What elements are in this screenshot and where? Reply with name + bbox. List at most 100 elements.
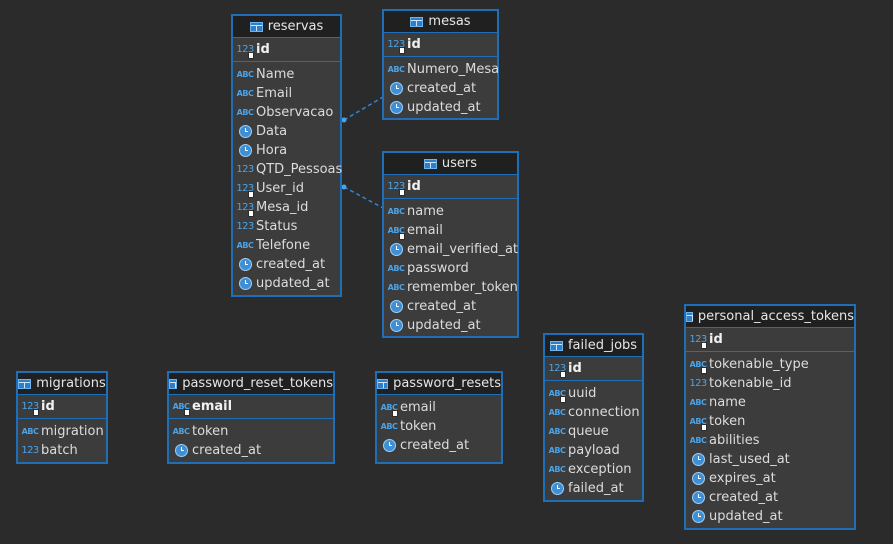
key-icon bbox=[33, 408, 39, 416]
column-name: updated_at bbox=[709, 509, 783, 524]
column-name: Status bbox=[256, 219, 298, 234]
table-header[interactable]: password_resets bbox=[377, 373, 501, 395]
column-name: remember_token bbox=[407, 280, 518, 295]
column-created-at[interactable]: created_at bbox=[686, 488, 854, 507]
clock-icon bbox=[388, 300, 404, 314]
column-name: uuid bbox=[568, 386, 597, 401]
column-updated-at[interactable]: updated_at bbox=[686, 507, 854, 526]
column-name: id bbox=[41, 399, 55, 414]
table-name: password_reset_tokens bbox=[182, 376, 333, 391]
table-icon bbox=[549, 340, 563, 351]
column-name: failed_at bbox=[568, 481, 624, 496]
text-type-icon: ABC bbox=[173, 400, 190, 416]
column-updated-at[interactable]: updated_at bbox=[384, 98, 497, 117]
column-name: connection bbox=[568, 405, 640, 420]
column-last-used-at[interactable]: last_used_at bbox=[686, 450, 854, 469]
column-name: name bbox=[709, 395, 746, 410]
table-name: reservas bbox=[267, 19, 324, 34]
numeric-type-icon: 123 bbox=[236, 221, 254, 232]
column-hora[interactable]: Hora bbox=[233, 141, 340, 160]
column-name: Observacao bbox=[256, 105, 334, 120]
text-type-icon: ABC bbox=[689, 436, 707, 445]
column-created-at[interactable]: created_at bbox=[169, 441, 333, 460]
column-name: migration bbox=[41, 424, 104, 439]
column-name: expires_at bbox=[709, 471, 776, 486]
column-name: Hora bbox=[256, 143, 288, 158]
numeric-type-icon: 123 bbox=[21, 445, 39, 456]
column-expires-at[interactable]: expires_at bbox=[686, 469, 854, 488]
clock-icon bbox=[690, 453, 706, 467]
table-header[interactable]: password_reset_tokens bbox=[169, 373, 333, 395]
column-data[interactable]: Data bbox=[233, 122, 340, 141]
column-name: abilities bbox=[709, 433, 760, 448]
column-name: Email bbox=[256, 86, 293, 101]
table-header[interactable]: users bbox=[384, 153, 517, 175]
column-created-at[interactable]: created_at bbox=[377, 436, 501, 455]
column-name: batch bbox=[41, 443, 78, 458]
column-updated-at[interactable]: updated_at bbox=[233, 274, 340, 293]
column-name: id bbox=[256, 42, 270, 57]
table-header[interactable]: failed_jobs bbox=[545, 335, 642, 357]
key-icon bbox=[399, 232, 405, 240]
column-created-at[interactable]: created_at bbox=[384, 297, 517, 316]
column-failed-at[interactable]: failed_at bbox=[545, 479, 642, 498]
column-created-at[interactable]: created_at bbox=[384, 79, 497, 98]
table-header[interactable]: reservas bbox=[233, 16, 340, 38]
text-type-icon: ABC bbox=[690, 358, 707, 374]
table-header[interactable]: migrations bbox=[18, 373, 106, 395]
key-icon bbox=[248, 190, 254, 198]
column-email-verified-at[interactable]: email_verified_at bbox=[384, 240, 518, 259]
column-created-at[interactable]: created_at bbox=[233, 255, 340, 274]
table-header[interactable]: mesas bbox=[384, 11, 497, 33]
table-header[interactable]: personal_access_tokens bbox=[686, 306, 854, 328]
column-updated-at[interactable]: updated_at bbox=[384, 316, 517, 335]
